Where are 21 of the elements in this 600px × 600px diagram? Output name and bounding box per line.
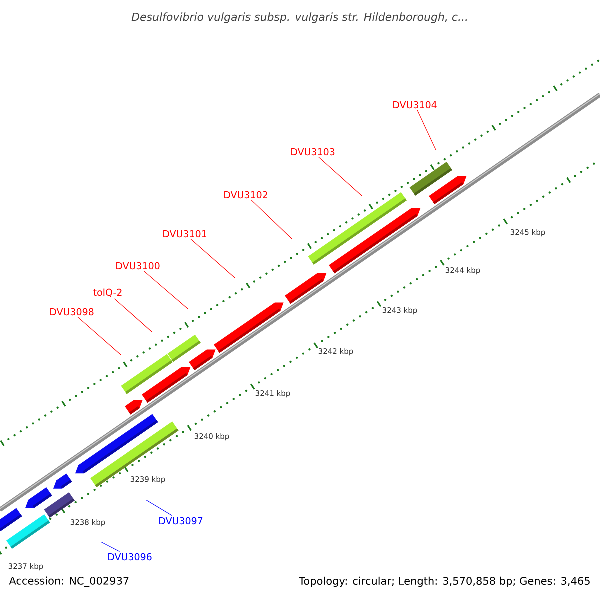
leader-line <box>146 500 172 516</box>
gene-label: DVU3101 <box>164 230 207 238</box>
leader-line <box>144 271 188 310</box>
leader-line <box>318 156 362 196</box>
footer-text: Topology: circular; Length: 3,570,858 bp; Genes: 3,465 <box>299 576 590 588</box>
gene-label: DVU3098 <box>50 308 94 316</box>
title: Desulfovibrio vulgaris subsp. vulgaris str. Hildenborough, c... <box>132 12 468 24</box>
leader-line <box>78 317 122 356</box>
gene-label: DVU3102 <box>224 191 268 199</box>
leader-line <box>417 110 436 150</box>
footer-text: Accession: NC_002937 <box>9 576 129 588</box>
leader-line <box>114 298 152 332</box>
gene-label: DVU3096 <box>108 553 152 561</box>
gene-label: DVU3097 <box>160 517 203 525</box>
leader-line <box>251 200 292 240</box>
leader-line <box>100 542 120 552</box>
leader-line <box>190 238 236 278</box>
gene-label: DVU3100 <box>116 262 160 270</box>
gene-label: DVU3104 <box>394 101 437 109</box>
gene-label: tolQ-2 <box>94 288 122 298</box>
gene-label: DVU3103 <box>292 148 335 156</box>
